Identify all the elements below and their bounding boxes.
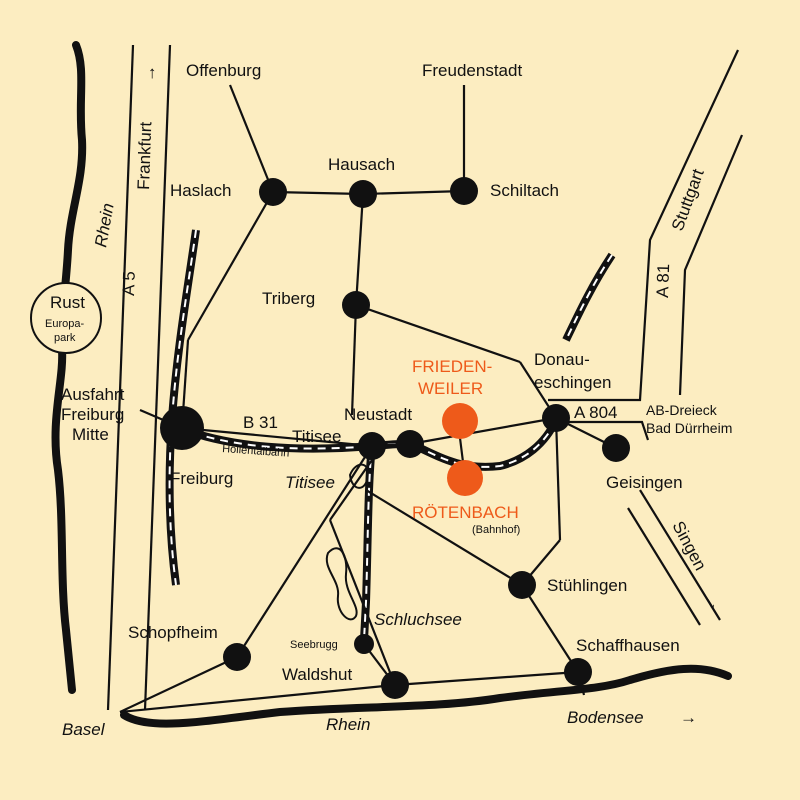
label-schaffhausen: Schaffhausen — [576, 636, 680, 655]
label-ab-dreieck-line2: Bad Dürrheim — [646, 420, 732, 436]
label-basel: Basel — [62, 720, 106, 739]
label-a81: A 81 — [653, 263, 673, 298]
autobahn-a81 — [548, 49, 744, 441]
label-schopfheim: Schopfheim — [128, 623, 218, 642]
railway-rheintal — [165, 229, 200, 586]
roetenbach-marker — [447, 460, 483, 496]
autobahn-a5 — [106, 44, 172, 711]
city-dot-titisee-east — [396, 430, 424, 458]
city-dot-stuehlingen — [508, 571, 536, 599]
city-dot-neustadt — [358, 432, 386, 460]
label-bodensee: Bodensee — [567, 708, 644, 727]
rust-europapark-marker — [30, 282, 102, 354]
city-dot-freiburg — [160, 406, 204, 450]
label-b31: B 31 — [243, 413, 278, 432]
label-stuehlingen: Stühlingen — [547, 576, 627, 595]
label-ausfahrt-line3: Mitte — [72, 425, 109, 444]
railway-north — [562, 252, 616, 342]
label-triberg: Triberg — [262, 289, 315, 308]
label-rhein-south: Rhein — [326, 715, 370, 734]
arrow-bodensee-icon: → — [680, 708, 697, 727]
friedenweiler-marker — [442, 403, 478, 439]
city-dot-haslach — [259, 178, 287, 206]
label-offenburg: Offenburg — [186, 61, 261, 80]
city-dot-schiltach — [450, 177, 478, 205]
label-bahnhof: (Bahnhof) — [472, 524, 520, 536]
label-titisee-lake: Titisee — [285, 473, 335, 492]
label-friedenweiler-line2: WEILER — [418, 379, 483, 398]
city-dot-waldshut — [381, 671, 409, 699]
label-ausfahrt-line1: Ausfahrt — [61, 385, 125, 404]
label-ausfahrt-line2: Freiburg — [61, 405, 124, 424]
label-roetenbach: RÖTENBACH — [412, 503, 519, 522]
label-hoellentalbahn: Höllentalbahn — [222, 443, 290, 460]
label-donaueschingen-line1: Donau- — [534, 350, 590, 369]
label-schiltach: Schiltach — [490, 181, 559, 200]
label-europapark-line2: park — [54, 332, 76, 344]
city-dot-schopfheim — [223, 643, 251, 671]
label-neustadt: Neustadt — [344, 405, 412, 424]
label-schluchsee: Schluchsee — [374, 610, 462, 629]
label-titisee: Titisee — [292, 427, 341, 446]
label-haslach: Haslach — [170, 181, 231, 200]
label-waldshut: Waldshut — [282, 665, 353, 684]
label-ab-dreieck-line1: AB-Dreieck — [646, 402, 718, 418]
city-dot-hausach — [349, 180, 377, 208]
label-a804: A 804 — [574, 403, 618, 422]
label-frankfurt: Frankfurt — [134, 121, 155, 190]
city-dot-triberg — [342, 291, 370, 319]
river-rhein-south — [120, 664, 732, 728]
label-donaueschingen-line2: eschingen — [534, 373, 612, 392]
label-hausach: Hausach — [328, 155, 395, 174]
city-dot-seebrugg — [354, 634, 374, 654]
label-a5: A 5 — [119, 271, 139, 296]
label-freiburg: Freiburg — [170, 469, 233, 488]
label-rust: Rust — [50, 293, 85, 312]
city-dot-donaueschingen — [542, 404, 570, 432]
label-freudenstadt: Freudenstadt — [422, 61, 522, 80]
city-dot-geisingen — [602, 434, 630, 462]
label-geisingen: Geisingen — [606, 473, 683, 492]
label-seebrugg: Seebrugg — [290, 639, 338, 651]
arrow-frankfurt-icon: → — [140, 65, 159, 82]
city-dot-schaffhausen — [564, 658, 592, 686]
label-europapark-line1: Europa- — [45, 318, 84, 330]
label-friedenweiler-line1: FRIEDEN- — [412, 357, 492, 376]
